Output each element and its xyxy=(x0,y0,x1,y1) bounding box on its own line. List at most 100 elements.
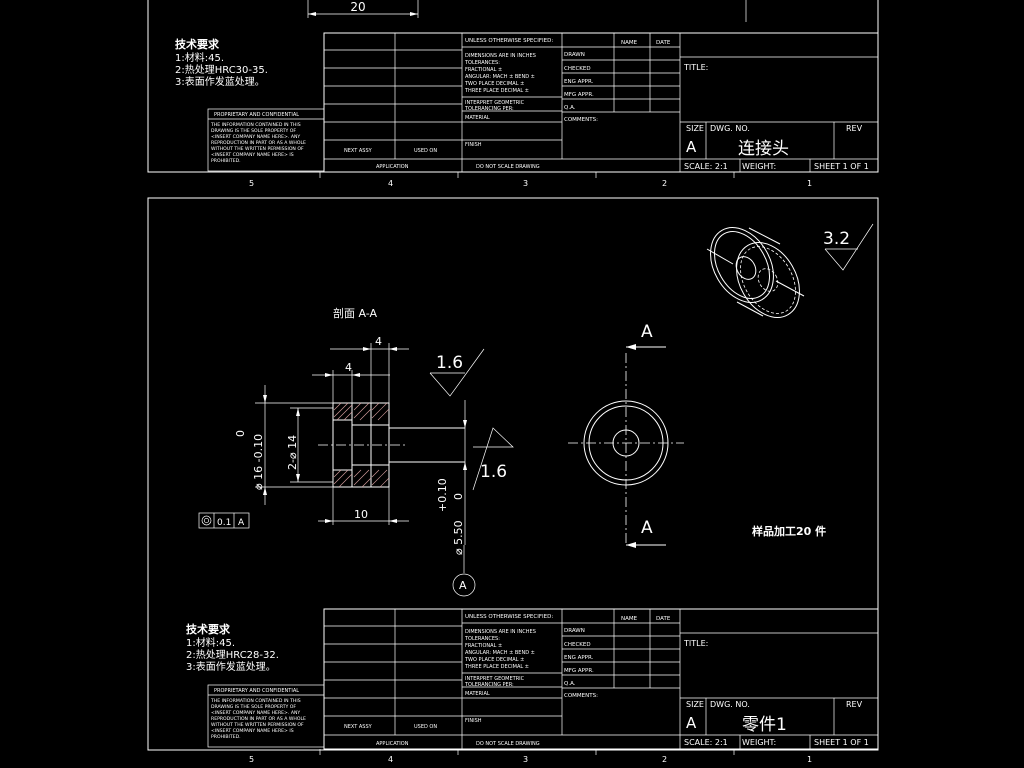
concentricity-value: 0.1 xyxy=(217,518,231,528)
top-tech-req-line3: 3:表面作发蓝处理。 xyxy=(175,75,265,88)
top-tech-req-title: 技术要求 xyxy=(175,37,220,51)
roughness-1-6-side: 1.6 xyxy=(480,462,507,482)
top-dwg-number: 连接头 xyxy=(738,139,789,159)
weight-label: WEIGHT: xyxy=(742,738,776,747)
roughness-symbol-2: 1.6 xyxy=(472,427,514,491)
size-label: SIZE xyxy=(686,700,704,709)
tolerances-label: TOLERANCES: xyxy=(464,636,500,642)
iso-front-face xyxy=(710,227,774,303)
dim-dia-14: 2-⌀ 14 xyxy=(286,435,299,470)
used-on-label: USED ON xyxy=(414,724,437,730)
section-view xyxy=(318,402,465,488)
prop-2: DRAWING IS THE SOLE PROPERTY OF xyxy=(211,704,296,710)
top-rev-label: REV xyxy=(846,124,863,133)
top-name: NAME xyxy=(621,40,638,46)
ruler-1: 1 xyxy=(807,755,812,764)
top-dwg-label: DWG. NO. xyxy=(710,124,750,133)
cut-label-a-bottom: A xyxy=(641,518,653,538)
concentricity-icon xyxy=(201,515,212,526)
bottom-title-block: UNLESS OTHERWISE SPECIFIED: NAME DATE DR… xyxy=(323,608,879,750)
top-ruler-1: 1 xyxy=(807,179,812,188)
top-ruler-3: 3 xyxy=(523,179,528,188)
concentricity-ref: A xyxy=(238,518,245,528)
section-label: 剖面 A-A xyxy=(333,306,378,320)
top-prop-5: WITHOUT THE WRITTEN PERMISSION OF xyxy=(211,146,304,152)
ruler-5: 5 xyxy=(249,755,254,764)
top-prop-4: REPRODUCTION IN PART OR AS A WHOLE xyxy=(211,140,306,146)
top-comments: COMMENTS: xyxy=(564,117,598,123)
hatching xyxy=(333,402,390,488)
top-proprietary-title: PROPRIETARY AND CONFIDENTIAL xyxy=(214,112,299,118)
dim-dia-5: ⌀ 5.50 xyxy=(452,520,465,555)
tolerancing-per-label: TOLERANCING PER: xyxy=(464,682,514,688)
top-drawn: DRAWN xyxy=(564,52,585,58)
bottom-sheet: 剖面 A-A xyxy=(147,197,879,764)
size-value: A xyxy=(686,714,697,732)
dim-dia5-tol-upper: +0.10 xyxy=(436,478,449,512)
application-label: APPLICATION xyxy=(376,741,409,747)
dim-top-4: 4 xyxy=(375,335,382,348)
dim-inner-4: 4 xyxy=(345,361,352,374)
top-tolerancing-per: TOLERANCING PER: xyxy=(464,106,514,112)
tech-req-title: 技术要求 xyxy=(186,622,231,636)
sheet-count: SHEET 1 OF 1 xyxy=(814,738,869,747)
top-tolerances: TOLERANCES: xyxy=(464,60,500,66)
top-title-label: TITLE: xyxy=(683,63,708,72)
top-ruler-4: 4 xyxy=(388,179,393,188)
top-eng-appr: ENG APPR. xyxy=(564,79,594,85)
prop-5: WITHOUT THE WRITTEN PERMISSION OF xyxy=(211,722,304,728)
scale-label: SCALE: 2:1 xyxy=(684,738,728,747)
three-place-label: THREE PLACE DECIMAL ± xyxy=(464,664,529,670)
cut-label-a-top: A xyxy=(641,322,653,342)
top-title-block: UNLESS OTHERWISE SPECIFIED: NAME DATE DR… xyxy=(323,32,879,173)
ruler-3: 3 xyxy=(523,755,528,764)
angular-label: ANGULAR: MACH ± BEND ± xyxy=(465,650,535,656)
top-prop-1: THE INFORMATION CONTAINED IN THIS xyxy=(210,122,301,128)
dim-length-10: 10 xyxy=(354,508,368,521)
concentricity-frame: 0.1 A xyxy=(198,512,250,529)
top-size-value: A xyxy=(686,138,697,156)
top-prop-2: DRAWING IS THE SOLE PROPERTY OF xyxy=(211,128,296,134)
dims-in-label: DIMENSIONS ARE IN INCHES xyxy=(465,629,536,635)
top-sheet-count: SHEET 1 OF 1 xyxy=(814,162,869,171)
top-dims-in: DIMENSIONS ARE IN INCHES xyxy=(465,53,536,59)
prop-7: PROHIBITED. xyxy=(211,734,241,740)
qa-label: Q.A. xyxy=(564,681,576,687)
top-material: MATERIAL xyxy=(465,115,490,121)
prop-4: REPRODUCTION IN PART OR AS A WHOLE xyxy=(211,716,306,722)
top-dim-20: 20 xyxy=(350,0,365,14)
top-scale: SCALE: 2:1 xyxy=(684,162,728,171)
prop-1: THE INFORMATION CONTAINED IN THIS xyxy=(210,698,301,704)
next-assy-label: NEXT ASSY xyxy=(344,724,373,730)
roughness-3-2: 3.2 xyxy=(823,229,850,249)
ruler-4: 4 xyxy=(388,755,393,764)
rev-label: REV xyxy=(846,700,863,709)
top-weight: WEIGHT: xyxy=(742,162,776,171)
checked-label: CHECKED xyxy=(564,642,591,648)
top-tech-req-line1: 1:材料:45. xyxy=(175,51,224,64)
top-two-place: TWO PLACE DECIMAL ± xyxy=(464,81,524,87)
mfg-appr-label: MFG APPR. xyxy=(564,668,594,674)
ruler-2: 2 xyxy=(662,755,667,764)
bottom-ruler: 5 4 3 2 1 xyxy=(249,749,812,764)
sample-note: 样品加工20 件 xyxy=(752,524,826,538)
top-ruler-2: 2 xyxy=(662,179,667,188)
finish-label: FINISH xyxy=(465,718,482,724)
prop-6: <INSERT COMPANY NAME HERE> IS xyxy=(211,728,294,734)
comments-label: COMMENTS: xyxy=(564,693,598,699)
title-label: TITLE: xyxy=(683,639,708,648)
top-date: DATE xyxy=(656,40,671,46)
top-three-place: THREE PLACE DECIMAL ± xyxy=(464,88,529,94)
bottom-sheet-border xyxy=(147,197,879,751)
top-size-label: SIZE xyxy=(686,124,704,133)
top-mfg-appr: MFG APPR. xyxy=(564,92,594,98)
top-sheet: 20 技术要求 1:材料:45. 2:热处理HRC30-35. 3:表面作发蓝处… xyxy=(147,0,879,188)
tech-req-line2: 2:热处理HRC28-32. xyxy=(186,648,279,661)
section-dimensions: 4 4 10 ⌀ 16 -0.10 0 2-⌀ 14 xyxy=(234,335,476,597)
top-tech-req-line2: 2:热处理HRC30-35. xyxy=(175,63,268,76)
top-used-on: USED ON xyxy=(414,148,437,154)
dwg-number: 零件1 xyxy=(742,715,787,735)
dim-dia-16: ⌀ 16 -0.10 xyxy=(252,434,265,490)
roughness-1-6-top: 1.6 xyxy=(436,353,463,373)
